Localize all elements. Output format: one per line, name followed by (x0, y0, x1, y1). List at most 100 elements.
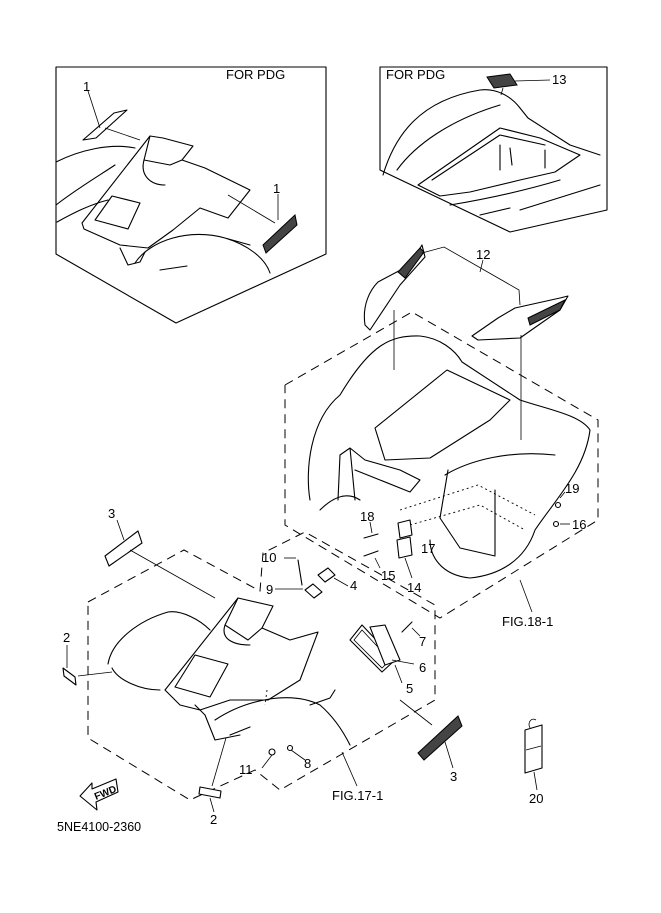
leader-20 (533, 771, 538, 791)
leader-13-b (500, 87, 504, 96)
leader-18 (369, 521, 373, 534)
part-7-rivet (401, 621, 413, 633)
leader-12 (421, 246, 521, 306)
part-17-plate (397, 519, 413, 539)
leader-4 (333, 577, 349, 587)
rear-fender-outline (307, 335, 591, 579)
label-16: 16 (572, 517, 586, 532)
leader-12-tick (479, 259, 484, 273)
fig-ref-18-1: FIG.18-1 (502, 614, 553, 629)
part-20-tag-string (528, 718, 537, 729)
label-3b: 3 (450, 769, 457, 784)
inset-right-frame (379, 66, 608, 233)
rear-fender-dotted-line-b (409, 504, 526, 531)
label-2b: 2 (210, 812, 217, 827)
front-fender-left-wing (107, 611, 211, 691)
label-1b: 1 (273, 181, 280, 196)
leader-5 (394, 664, 403, 684)
label-18: 18 (360, 509, 374, 524)
decal-3b-yamaha (417, 715, 463, 761)
decal-12-right (471, 295, 569, 341)
leader-11 (261, 754, 273, 769)
leader-8 (290, 749, 306, 761)
part-18-rivet (363, 533, 379, 539)
label-9: 9 (266, 582, 273, 597)
rear-fender-dashed-box (284, 311, 599, 619)
leader-2a-b (77, 671, 113, 677)
part-8-screw (286, 744, 294, 752)
label-5: 5 (406, 681, 413, 696)
inset-left-frame (55, 66, 327, 324)
label-2a: 2 (63, 630, 70, 645)
label-19: 19 (565, 481, 579, 496)
inset-left-caption: FOR PDG (226, 67, 285, 82)
label-1a: 1 (83, 79, 90, 94)
decal-12-group: 12 (363, 244, 569, 440)
part-9-plate (304, 583, 323, 599)
rear-fender-dotted-line-a (399, 484, 536, 516)
front-fender-wheel-arc (214, 689, 351, 746)
part-14-plate (396, 536, 413, 559)
leader-3b-top (399, 699, 433, 726)
part-10-rivet (297, 559, 303, 586)
part-11-grommet (268, 748, 276, 756)
leader-2b (209, 797, 215, 813)
inset-left-fender-lines (55, 145, 136, 223)
label-3a: 3 (108, 506, 115, 521)
label-14: 14 (407, 580, 421, 595)
leader-1b-b (227, 194, 276, 224)
part-4-pad (317, 567, 336, 583)
leader-fig-17-1 (341, 751, 358, 787)
inset-left-front-pdg: FOR PDG 1 1 (55, 66, 327, 324)
label-4: 4 (350, 578, 357, 593)
label-15: 15 (381, 568, 395, 583)
front-fender-assembly: 10 9 4 5 6 7 11 8 FIG.17-1 (87, 531, 436, 803)
label-13: 13 (552, 72, 566, 87)
label-10: 10 (262, 550, 276, 565)
leader-6 (391, 659, 415, 665)
front-fender-dashed-box (87, 531, 436, 801)
rear-fender-bracket (337, 447, 421, 501)
leader-3a (116, 519, 125, 541)
inset-left-panel-window (94, 195, 141, 230)
inset-right-seat-well (417, 127, 581, 197)
fig-ref-17-1: FIG.17-1 (332, 788, 383, 803)
part-16-washer (552, 520, 560, 528)
decal-2b (198, 786, 222, 799)
rear-fender-seat-well (374, 369, 511, 461)
front-fender-tank-cutout (223, 597, 263, 646)
rear-fender-mudflap (439, 469, 496, 557)
front-fender-panel-window (174, 654, 229, 698)
part-19-washer (554, 501, 562, 509)
decal-12-left-logo (397, 247, 425, 279)
front-fender-dotted (264, 689, 268, 706)
leader-3a-b (129, 549, 216, 599)
inset-right-rear-pdg: FOR PDG 13 (379, 66, 608, 233)
leader-1a-b (104, 127, 141, 141)
inset-right-lower-lines (449, 179, 601, 216)
decal-2a (62, 667, 77, 686)
loose-decals: 3 2 2 3 20 (62, 506, 543, 827)
part-20-tag-line (525, 745, 542, 751)
decal-3a (104, 530, 143, 567)
inset-right-well-detail (431, 134, 546, 181)
decal-13 (486, 73, 518, 89)
leader-7 (411, 627, 421, 637)
diagram-code: 5NE4100-2360 (57, 820, 141, 834)
leader-13 (514, 79, 551, 82)
front-fender-lower (194, 704, 241, 741)
label-7: 7 (419, 634, 426, 649)
inset-right-fender-top (382, 89, 601, 176)
rear-fender-assembly: 18 17 15 14 19 16 FIG.18-1 (284, 311, 599, 629)
label-8: 8 (304, 756, 311, 771)
label-20: 20 (529, 791, 543, 806)
decal-12-right-logo (527, 298, 567, 326)
leader-1a (87, 90, 101, 129)
label-12: 12 (476, 247, 490, 262)
decal-1a-shape (82, 109, 128, 141)
leader-2b-top (211, 737, 227, 787)
rear-fender-inner-lines (319, 453, 556, 511)
inset-left-bracket (119, 247, 146, 266)
part-20-tag (524, 724, 543, 774)
